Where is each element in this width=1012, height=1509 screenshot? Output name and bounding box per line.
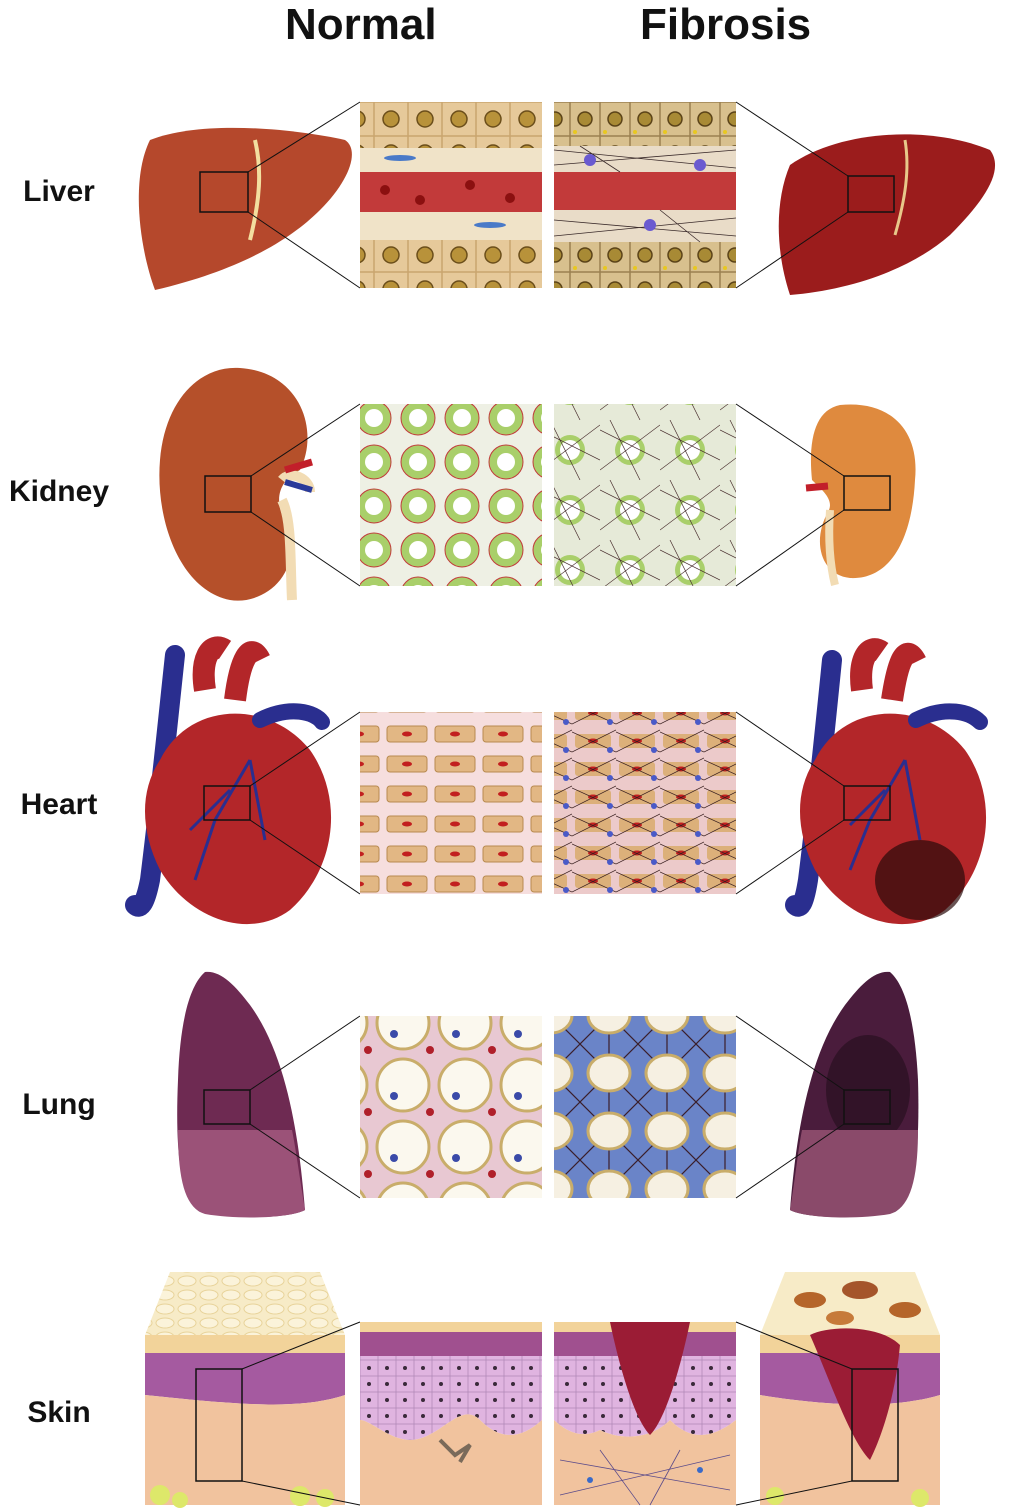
lung-row	[177, 971, 919, 1218]
liver-fibrosis-histology	[553, 102, 737, 288]
kidney-label: Kidney	[8, 475, 110, 508]
normal-skin-icon	[145, 1272, 345, 1508]
skin-zoom-box-normal	[195, 1368, 243, 1482]
heart-zoom-box-normal	[203, 785, 251, 821]
fibrotic-skin-icon	[760, 1272, 940, 1507]
skin-zoom-box-fibrosis	[851, 1368, 899, 1482]
normal-column-title: Normal	[285, 0, 437, 49]
lung-fibrosis-histology	[554, 1016, 736, 1198]
heart-zoom-box-fibrosis	[843, 785, 891, 821]
liver-normal-histology	[360, 102, 542, 288]
lung-label: Lung	[22, 1088, 96, 1121]
kidney-row	[159, 367, 916, 601]
skin-row	[145, 1272, 940, 1508]
heart-row	[125, 636, 988, 925]
fibrotic-liver-icon	[778, 134, 996, 295]
kidney-fibrosis-histology	[554, 404, 736, 586]
normal-heart-icon	[145, 713, 332, 925]
heart-normal-histology	[360, 712, 542, 894]
lung-zoom-box-fibrosis	[843, 1089, 891, 1125]
heart-fibrosis-histology	[554, 712, 736, 894]
liver-row	[138, 101, 996, 295]
liver-label: Liver	[23, 175, 95, 208]
normal-kidney-icon	[159, 367, 308, 601]
lung-normal-histology	[360, 1016, 542, 1198]
liver-zoom-box-normal	[199, 171, 249, 213]
skin-normal-histology	[360, 1322, 542, 1505]
kidney-zoom-box-fibrosis	[843, 475, 891, 511]
heart-label: Heart	[20, 788, 98, 821]
liver-zoom-box-fibrosis	[847, 175, 895, 213]
normal-liver-icon	[138, 127, 352, 290]
fibrotic-kidney-icon	[810, 404, 916, 579]
kidney-normal-histology	[360, 404, 542, 586]
lung-zoom-box-normal	[203, 1089, 251, 1125]
kidney-zoom-box-normal	[204, 475, 252, 513]
skin-fibrosis-histology	[554, 1322, 736, 1506]
fibrosis-column-title: Fibrosis	[640, 0, 812, 49]
skin-label: Skin	[27, 1396, 91, 1429]
